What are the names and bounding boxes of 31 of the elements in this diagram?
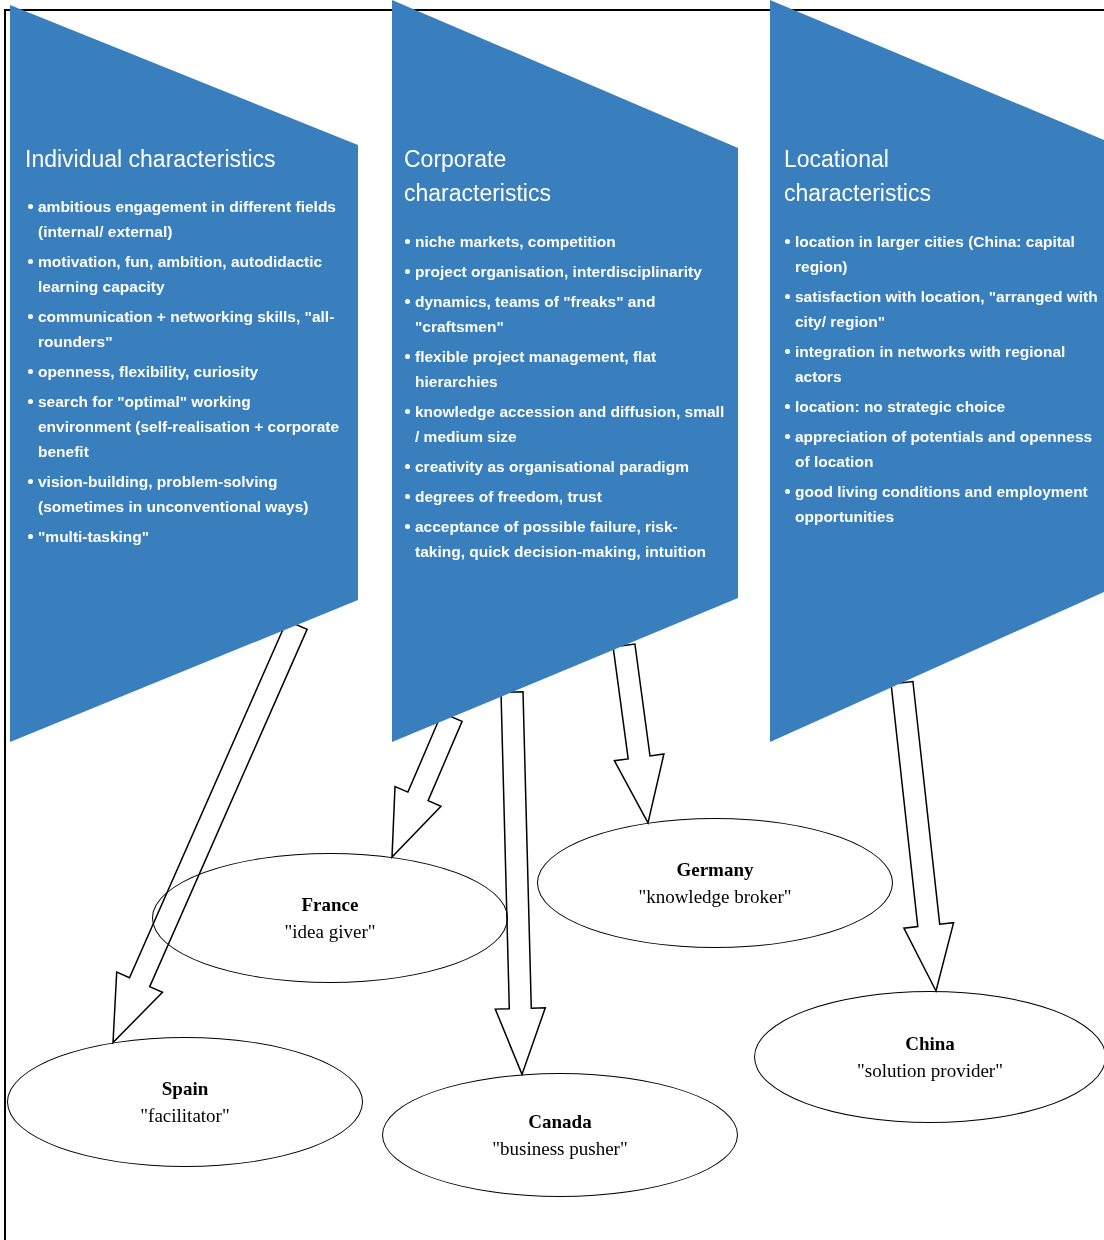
- country-name: Spain: [161, 1077, 209, 1101]
- panel-heading: Locational characteristics: [784, 145, 932, 208]
- role-label: "solution provider": [857, 1059, 1003, 1083]
- block-arrow: [612, 643, 665, 825]
- role-label: "business pusher": [492, 1137, 628, 1161]
- role-label: "idea giver": [284, 920, 376, 944]
- country-name: Germany: [676, 858, 754, 882]
- block-arrow: [494, 691, 547, 1077]
- bullet-text: niche markets, competition: [415, 232, 617, 252]
- bullet-text: location: no strategic choice: [795, 397, 1007, 417]
- country-name: Canada: [528, 1110, 592, 1134]
- bullet-text: openness, flexibility, curiosity: [38, 362, 260, 382]
- bullet-text: "multi-tasking": [38, 527, 151, 547]
- bullet-text: acceptance of possible failure, risk-taking, quick decision-making, intuition: [415, 517, 708, 562]
- bullet-text: good living conditions and employment opportunities: [795, 482, 1089, 527]
- bullet-text: project organisation, interdisciplinarity: [415, 262, 703, 282]
- role-label: "knowledge broker": [638, 885, 792, 909]
- bullet-text: ambitious engagement in different fields (internal/ external): [38, 197, 337, 242]
- panel-heading: Individual characteristics: [25, 145, 277, 174]
- bullet-text: communication + networking skills, "all-rounders": [38, 307, 336, 352]
- block-arrow: [890, 680, 955, 994]
- country-name: France: [301, 893, 359, 917]
- bullet-text: vision-building, problem-solving (sometimes in unconventional ways): [38, 472, 310, 517]
- bullet-text: degrees of freedom, trust: [415, 487, 603, 507]
- bullet-text: location in larger cities (China: capital region): [795, 232, 1076, 277]
- country-name: China: [905, 1032, 955, 1056]
- role-label: "facilitator": [140, 1104, 230, 1128]
- panel-heading: Corporate characteristics: [404, 145, 552, 208]
- bullet-text: creativity as organisational paradigm: [415, 457, 690, 477]
- bullet-text: satisfaction with location, "arranged with city/ region": [795, 287, 1099, 332]
- bullet-text: dynamics, teams of "freaks" and "craftsmen": [415, 292, 657, 337]
